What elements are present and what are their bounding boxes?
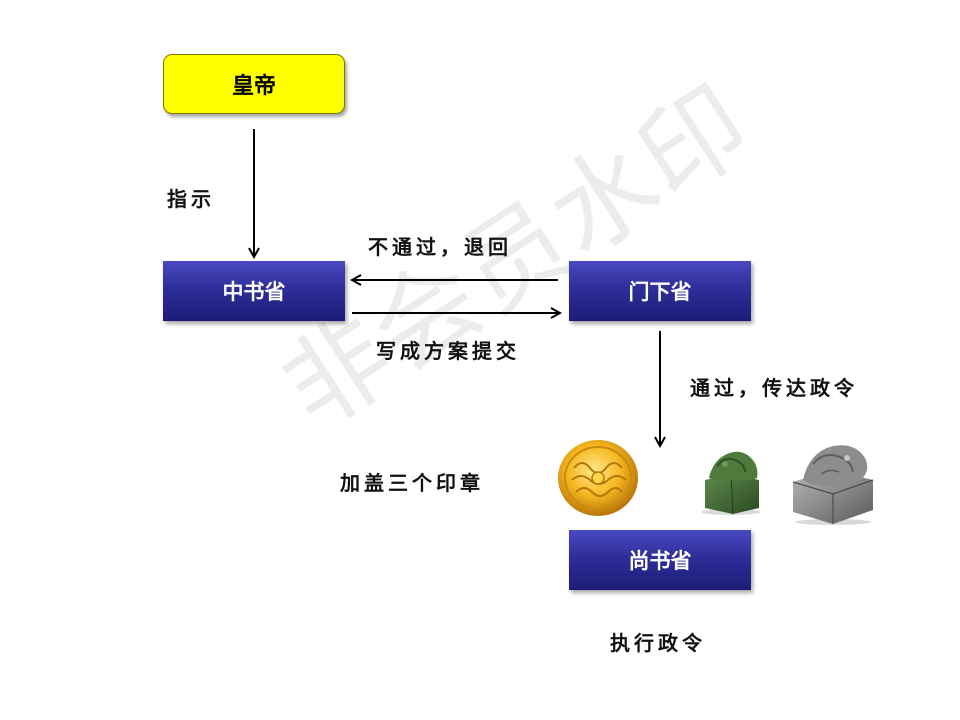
golden-seal-icon bbox=[558, 440, 638, 516]
node-zhongshu: 中书省 bbox=[163, 261, 345, 321]
jade-seal-icon bbox=[701, 451, 761, 515]
label-submit: 写成方案提交 bbox=[376, 339, 520, 363]
label-execute: 执行政令 bbox=[610, 631, 706, 655]
label-instruct: 指示 bbox=[167, 187, 215, 211]
label-reject: 不通过，退回 bbox=[368, 235, 512, 259]
node-emperor: 皇帝 bbox=[163, 54, 345, 114]
node-menxia: 门下省 bbox=[569, 261, 751, 321]
node-shangshu: 尚书省 bbox=[569, 530, 751, 590]
label-seal: 加盖三个印章 bbox=[340, 471, 484, 495]
label-pass: 通过，传达政令 bbox=[690, 376, 858, 400]
grey-seal-icon bbox=[792, 445, 874, 525]
